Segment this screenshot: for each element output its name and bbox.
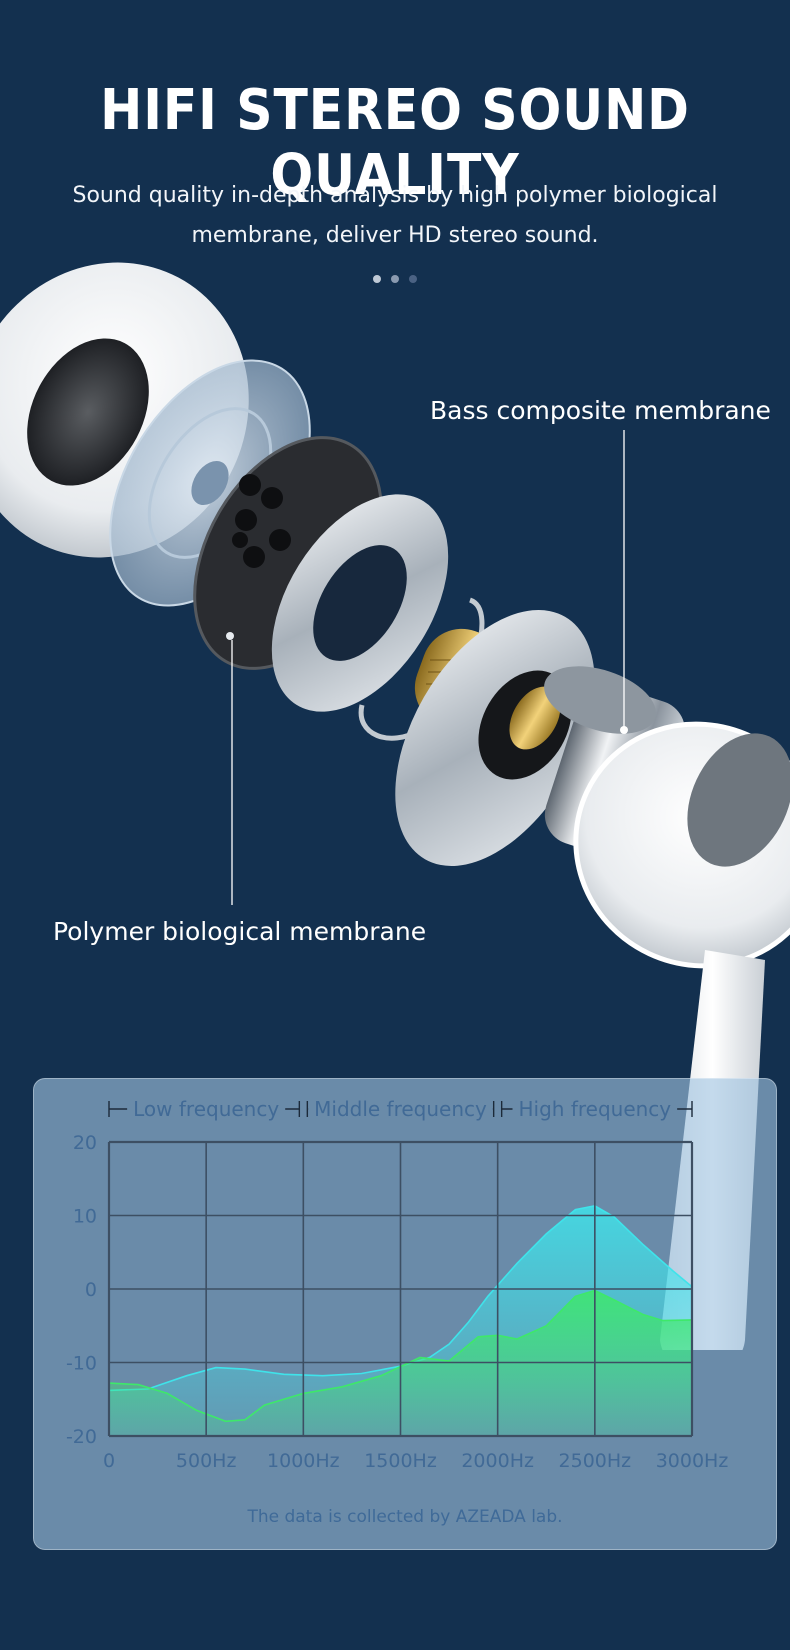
x-tick-label-6: 3000Hz [656,1450,729,1472]
frequency-response-chart-panel: 0 500Hz 1000Hz 1500Hz 2000Hz 2500Hz 3000Hz 20 10… [33,1078,777,1550]
x-tick-label-5: 2500Hz [559,1450,632,1472]
y-tick-label-0: 20 [73,1132,97,1154]
y-tick-label-3: -10 [66,1353,97,1375]
silver-ring-disc [271,494,449,712]
frequency-response-chart: 0 500Hz 1000Hz 1500Hz 2000Hz 2500Hz 3000Hz 20 10… [66,1097,729,1472]
x-tick-label-0: 0 [103,1450,115,1472]
band-label-2: Middle frequency [314,1097,487,1121]
x-tick-label-1: 500Hz [176,1450,237,1472]
band-label-1: Low frequency [133,1097,279,1121]
carousel-dot-2[interactable] [391,275,399,283]
y-tick-label-4: -20 [66,1426,97,1448]
carousel-dots[interactable] [0,270,790,288]
polymer-membrane-label: Polymer biological membrane [53,917,427,946]
page-title: HIFI STEREO SOUND QUALITY [100,78,690,208]
y-tick-label-2: 0 [85,1279,97,1301]
subtitle-line-1: Sound quality in-depth analysis by high … [72,183,718,208]
series-2-area [109,1290,692,1436]
x-tick-label-2: 1000Hz [267,1450,340,1472]
subtitle-line-2: membrane, deliver HD stereo sound. [191,223,599,248]
series-1-line [108,1205,693,1392]
carousel-dot-3[interactable] [409,275,417,283]
y-tick-label-1: 10 [73,1206,97,1228]
band-label-3: High frequency [519,1097,672,1121]
x-tick-label-3: 1500Hz [364,1450,437,1472]
bass-membrane-label: Bass composite membrane [430,396,771,425]
carousel-dot-1[interactable] [373,275,381,283]
x-tick-label-4: 2000Hz [461,1450,534,1472]
chart-footnote: The data is collected by AZEADA lab. [247,1507,563,1527]
series-2-line [108,1289,693,1423]
